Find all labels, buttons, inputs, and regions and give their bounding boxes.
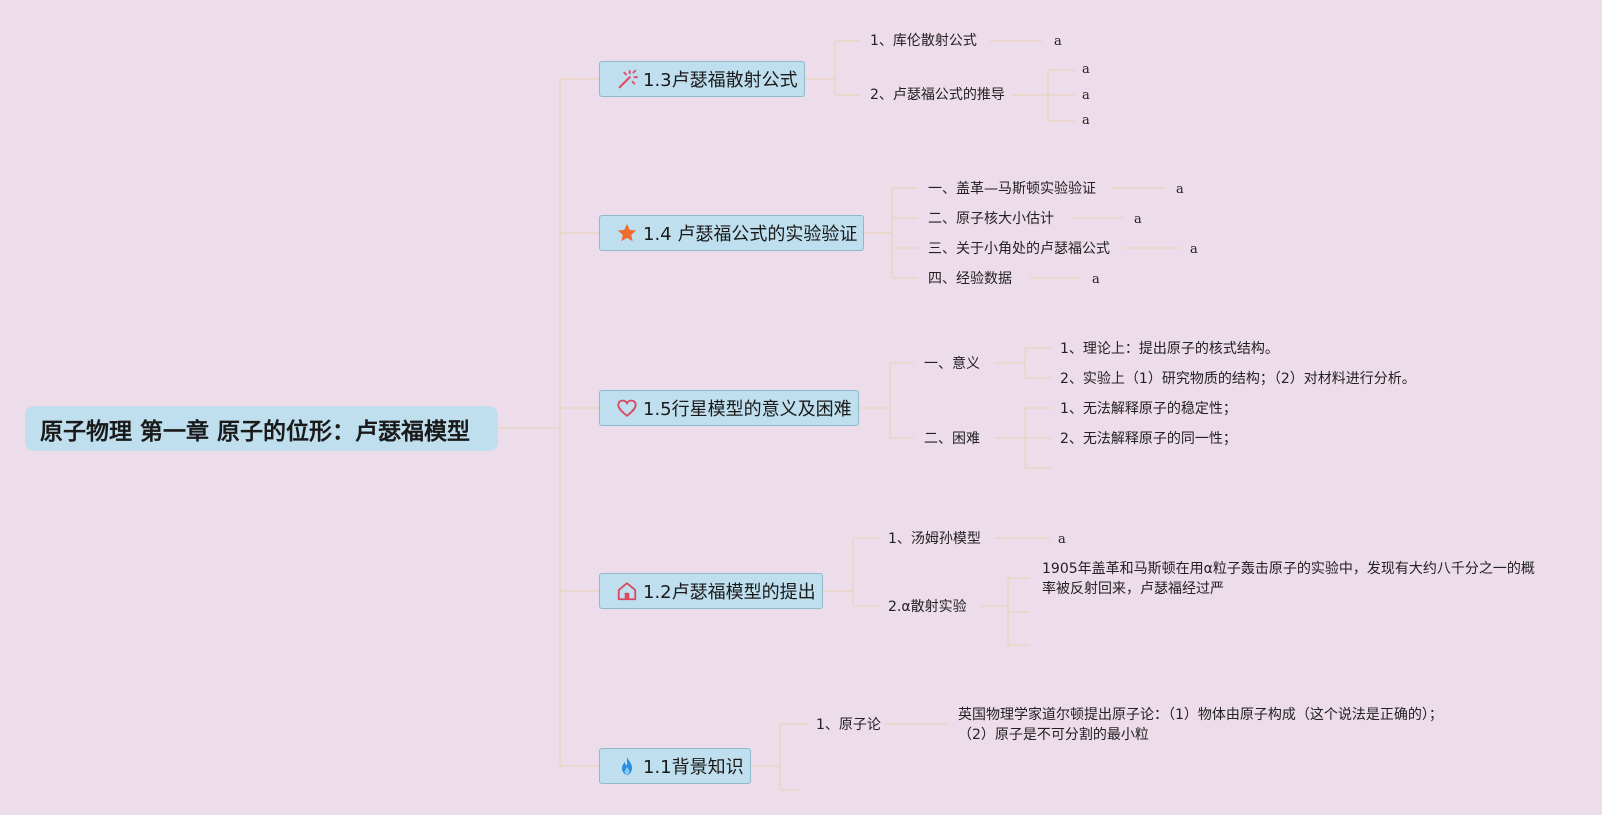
branch-label: 1.1背景知识 <box>643 757 744 778</box>
leaf-text[interactable]: a <box>1058 532 1066 547</box>
branch-1-1[interactable]: 1.1背景知识 <box>599 748 751 784</box>
topic-difficulties[interactable]: 二、困难 <box>924 431 980 447</box>
branch-label: 1.4 卢瑟福公式的实验验证 <box>643 224 858 245</box>
root-topic[interactable]: 原子物理 第一章 原子的位形：卢瑟福模型 <box>25 406 498 451</box>
home-icon <box>617 582 637 601</box>
branch-1-5[interactable]: 1.5行星模型的意义及困难 <box>599 390 859 426</box>
leaf-text[interactable]: a <box>1134 212 1142 227</box>
leaf-text[interactable]: 2、无法解释原子的同一性； <box>1060 431 1237 447</box>
wand-icon <box>618 69 638 89</box>
topic-alpha-scattering[interactable]: 2.α散射实验 <box>888 599 967 615</box>
topic-empirical-data[interactable]: 四、经验数据 <box>928 271 1012 287</box>
leaf-text[interactable]: a <box>1054 34 1062 49</box>
leaf-text[interactable]: a <box>1190 242 1198 257</box>
branch-label: 1.3卢瑟福散射公式 <box>643 70 798 91</box>
flame-icon <box>621 756 633 775</box>
topic-thomson-model[interactable]: 1、汤姆孙模型 <box>888 531 981 547</box>
leaf-text[interactable]: a <box>1082 113 1090 128</box>
topic-rutherford-derivation[interactable]: 2、卢瑟福公式的推导 <box>870 87 1005 103</box>
topic-small-angle-formula[interactable]: 三、关于小角处的卢瑟福公式 <box>928 241 1110 257</box>
leaf-text[interactable]: 1、无法解释原子的稳定性； <box>1060 401 1237 417</box>
topic-coulomb-formula[interactable]: 1、库伦散射公式 <box>870 33 977 49</box>
branch-1-4[interactable]: 1.4 卢瑟福公式的实验验证 <box>599 215 864 251</box>
heart-icon <box>617 399 637 417</box>
topic-geiger-marsden-verification[interactable]: 一、盖革—马斯顿实验验证 <box>928 181 1096 197</box>
root-title: 原子物理 第一章 原子的位形：卢瑟福模型 <box>40 418 471 445</box>
leaf-text[interactable]: 英国物理学家道尔顿提出原子论：（1）物体由原子构成（这个说法是正确的）；（2）原… <box>958 707 1443 743</box>
leaf-text[interactable]: a <box>1082 88 1090 103</box>
topic-nucleus-size-estimate[interactable]: 二、原子核大小估计 <box>928 211 1054 227</box>
leaf-text[interactable]: a <box>1082 62 1090 77</box>
topic-significance[interactable]: 一、意义 <box>924 356 980 372</box>
star-icon <box>617 223 637 242</box>
leaf-text[interactable]: 2、实验上（1）研究物质的结构；（2）对材料进行分析。 <box>1060 371 1416 387</box>
branch-label: 1.5行星模型的意义及困难 <box>643 399 852 420</box>
leaf-text[interactable]: 1、理论上：提出原子的核式结构。 <box>1060 341 1279 357</box>
branch-1-2[interactable]: 1.2卢瑟福模型的提出 <box>599 573 823 609</box>
branch-1-3[interactable]: 1.3卢瑟福散射公式 <box>599 61 805 97</box>
leaf-text[interactable]: a <box>1176 182 1184 197</box>
leaf-text[interactable]: 1905年盖革和马斯顿在用α粒子轰击原子的实验中，发现有大约八千分之一的概率被反… <box>1042 561 1535 597</box>
branch-label: 1.2卢瑟福模型的提出 <box>643 582 816 603</box>
topic-atomic-theory[interactable]: 1、原子论 <box>816 717 881 733</box>
leaf-text[interactable]: a <box>1092 272 1100 287</box>
